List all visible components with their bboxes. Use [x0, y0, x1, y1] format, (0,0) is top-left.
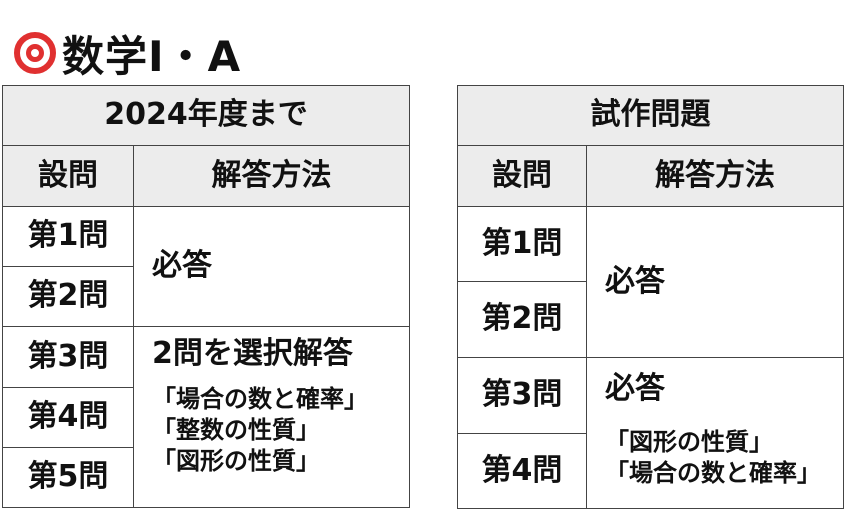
right-table-sample: 試作問題 設問 解答方法 第1問 必答 第2問 第3問 必答 「図形の性質」 「…: [457, 85, 844, 509]
left-option-2: 「整数の性質」: [152, 415, 320, 444]
left-row-q3: 第3問: [2, 326, 134, 388]
right-topic-1: 「図形の性質」: [605, 427, 773, 456]
left-col-question: 設問: [2, 145, 134, 207]
left-option-3: 「図形の性質」: [152, 446, 320, 475]
right-table-header: 試作問題: [457, 85, 844, 146]
right-required-b-text: 必答: [605, 371, 665, 406]
left-select-text: 2問を選択解答: [152, 336, 353, 371]
page-title-text: 数学Ⅰ・A: [62, 31, 242, 81]
right-required-cell-a: 必答: [586, 206, 844, 358]
right-row-q1: 第1問: [457, 206, 587, 282]
right-topic-2: 「場合の数と確率」: [605, 458, 821, 487]
left-option-1: 「場合の数と確率」: [152, 384, 368, 413]
left-col-method: 解答方法: [133, 145, 410, 207]
right-required-a-text: 必答: [605, 263, 665, 299]
left-required-text: 必答: [152, 248, 212, 284]
double-circle-icon: [14, 32, 56, 74]
left-row-q5: 第5問: [2, 447, 134, 508]
left-select-cell: 2問を選択解答 「場合の数と確率」 「整数の性質」 「図形の性質」: [133, 326, 410, 508]
left-row-q2: 第2問: [2, 266, 134, 327]
left-row-q1: 第1問: [2, 206, 134, 267]
left-table-2024: 2024年度まで 設問 解答方法 第1問 必答 第2問 第3問 2問を選択解答 …: [2, 85, 410, 508]
right-col-question: 設問: [457, 145, 587, 207]
left-required-cell: 必答: [133, 206, 410, 327]
left-row-q4: 第4問: [2, 387, 134, 448]
right-required-cell-b: 必答 「図形の性質」 「場合の数と確率」: [586, 357, 844, 509]
right-col-method: 解答方法: [586, 145, 844, 207]
right-row-q3: 第3問: [457, 357, 587, 434]
page-title: 数学Ⅰ・A: [14, 28, 241, 81]
left-table-header: 2024年度まで: [2, 85, 410, 146]
right-row-q2: 第2問: [457, 281, 587, 358]
right-row-q4: 第4問: [457, 433, 587, 509]
